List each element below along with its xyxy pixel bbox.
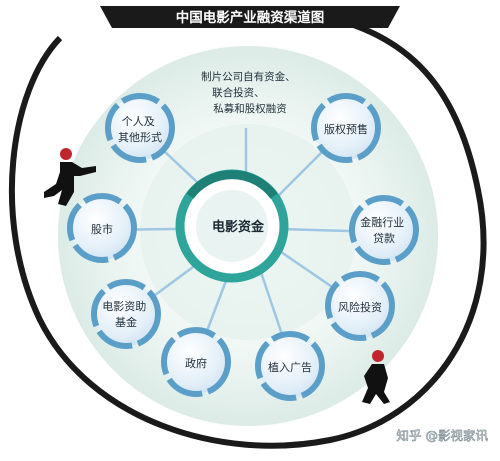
top-source-node: 制片公司自有资金、 联合投资、 私募和股权融资 <box>201 70 299 115</box>
center-node: 电影资金 <box>175 169 289 283</box>
node-individual: 个人及 其他形式 <box>105 93 175 163</box>
diagram-title: 中国电影产业融资渠道图 <box>176 9 325 26</box>
watermark-text: 知乎 @影视家讯 <box>397 428 489 443</box>
node-fund: 电影资助 基金 <box>91 279 161 349</box>
stock-label: 股市 <box>91 222 113 236</box>
top-source-line-1: 制片公司自有资金、 <box>201 70 296 83</box>
svg-text:金融行业 贷款: 金融行业 贷款 <box>360 215 408 245</box>
pushing-figure-left <box>44 148 96 206</box>
fund-line-2: 基金 <box>115 315 137 329</box>
node-venture: 风险投资 <box>325 271 395 341</box>
bank-line-2: 贷款 <box>373 231 395 245</box>
venture-label: 风险投资 <box>338 300 382 314</box>
outer-ring <box>8 15 487 449</box>
svg-text:制片公司自有资金、 联合投资、 私募: 制片公司自有资金、 联合投资、 私募和股权融资 <box>201 70 299 115</box>
individual-line-2: 其他形式 <box>118 131 162 144</box>
watermark: 知乎 @影视家讯 <box>396 428 489 444</box>
node-bank: 金融行业 贷款 <box>349 195 419 265</box>
center-label: 电影资金 <box>212 219 265 235</box>
fund-line-1: 电影资助 <box>102 299 146 313</box>
node-government: 政府 <box>161 327 231 397</box>
pushing-figure-right <box>362 350 390 404</box>
node-presale: 版权预售 <box>311 93 381 163</box>
placement-label: 植入广告 <box>268 360 312 374</box>
node-placement: 植入广告 <box>255 331 325 401</box>
svg-text:电影资助 基金: 电影资助 基金 <box>102 299 150 329</box>
svg-text:个人及 其他形式: 个人及 其他形式 <box>118 115 162 144</box>
node-stock: 股市 <box>67 193 137 263</box>
presale-label: 版权预售 <box>324 122 368 136</box>
top-source-line-3: 私募和股权融资 <box>213 102 287 115</box>
bank-line-1: 金融行业 <box>360 215 404 229</box>
individual-line-1: 个人及 <box>122 115 155 128</box>
top-source-line-2: 联合投资、 <box>212 86 265 99</box>
title-banner: 中国电影产业融资渠道图 <box>100 6 400 28</box>
government-label: 政府 <box>185 356 207 370</box>
